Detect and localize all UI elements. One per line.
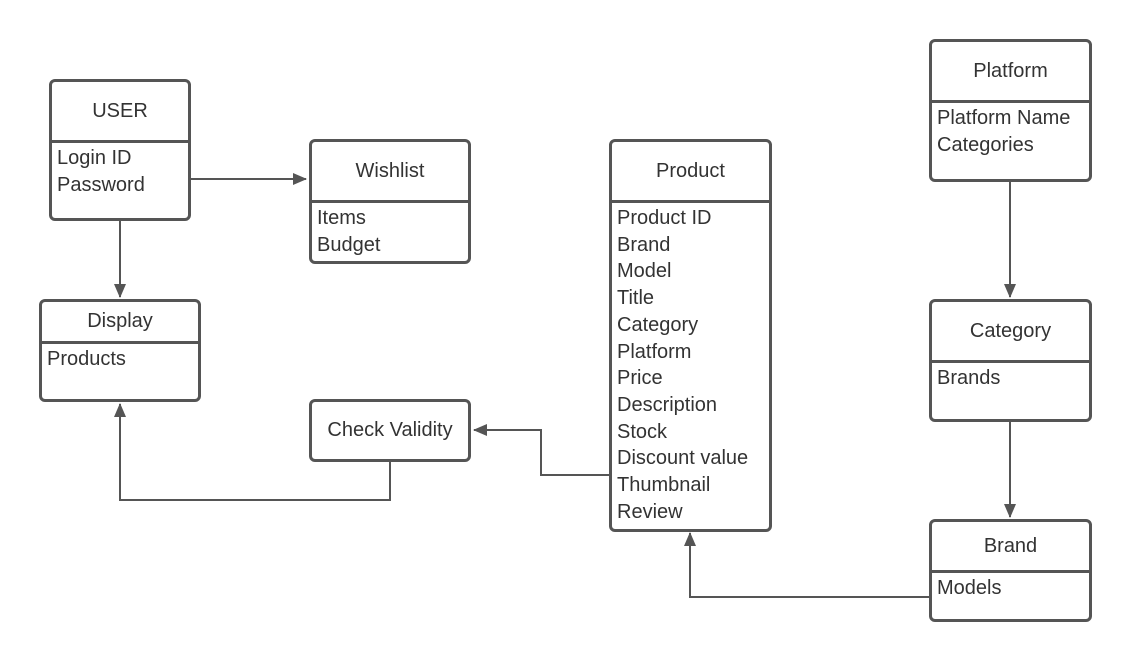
user-attribute: Login ID — [57, 147, 132, 169]
product-attribute: Discount value — [617, 447, 749, 470]
product-attribute: Model — [617, 260, 672, 283]
brand-entity[interactable]: Brand Models — [929, 519, 1092, 622]
category-entity[interactable]: Category Brands — [929, 299, 1092, 422]
platform-attribute: Categories — [937, 133, 1034, 156]
connector-check-validity-to-display — [114, 403, 391, 501]
brand-attribute: Models — [937, 577, 1002, 599]
product-attribute: Stock — [617, 420, 668, 443]
display-entity-attributes: Products — [42, 344, 198, 375]
connector-product-to-check-validity — [473, 424, 610, 476]
wishlist-attribute: Items — [317, 207, 366, 229]
display-attribute: Products — [47, 348, 126, 370]
wishlist-entity-title: Wishlist — [312, 142, 468, 203]
wishlist-attribute: Budget — [317, 233, 381, 256]
product-attribute: Category — [617, 313, 699, 336]
product-attribute: Product ID — [617, 207, 712, 229]
brand-entity-attributes: Models — [932, 573, 1089, 604]
category-entity-attributes: Brands — [932, 363, 1089, 394]
user-entity[interactable]: USER Login ID Password — [49, 79, 191, 221]
product-attribute: Title — [617, 287, 655, 310]
display-entity[interactable]: Display Products — [39, 299, 201, 402]
user-entity-attributes: Login ID Password — [52, 143, 188, 200]
platform-attribute: Platform Name — [937, 107, 1071, 129]
product-attribute: Platform — [617, 340, 692, 363]
brand-entity-title: Brand — [932, 522, 1089, 573]
product-entity-title: Product — [612, 142, 769, 203]
category-entity-title: Category — [932, 302, 1089, 363]
user-entity-title: USER — [52, 82, 188, 143]
display-entity-title: Display — [42, 302, 198, 344]
connector-brand-to-product — [684, 532, 930, 598]
category-attribute: Brands — [937, 367, 1001, 389]
check-validity-box[interactable]: Check Validity — [309, 399, 471, 462]
platform-entity-title: Platform — [932, 42, 1089, 103]
user-attribute: Password — [57, 173, 145, 196]
product-attribute: Price — [617, 367, 663, 390]
product-attribute: Review — [617, 500, 683, 523]
product-attribute: Thumbnail — [617, 474, 711, 497]
product-attribute: Brand — [617, 233, 671, 256]
product-attribute: Description — [617, 393, 718, 416]
